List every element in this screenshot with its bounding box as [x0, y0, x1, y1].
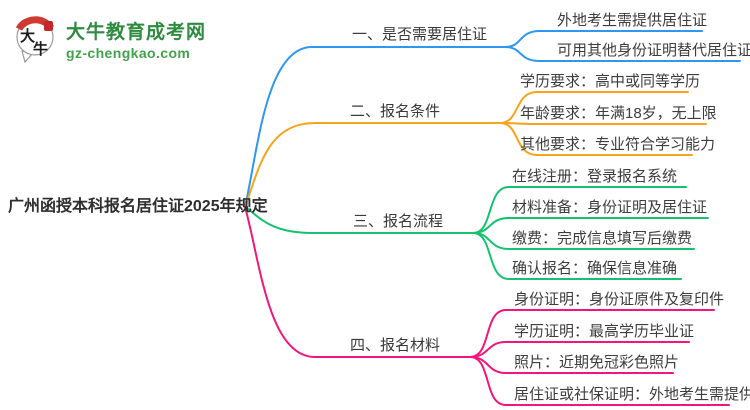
daniu-logo-mark: 大 牛 [15, 16, 54, 64]
site-logo: 大 牛 大牛教育成考网 gz-chengkao.com [12, 13, 206, 65]
branch-2-label: 二、报名条件 [350, 103, 441, 120]
branch-3-line [244, 206, 474, 234]
branch-3-child-1-line [472, 186, 687, 234]
branch-2-child-1: 学历要求：高中或同等学历 [520, 73, 701, 90]
branch-2-child-1-line [499, 91, 689, 124]
branch-2-child-3: 其他要求：专业符合学习能力 [520, 136, 716, 153]
branch-3-child-3: 缴费：完成信息填写后缴费 [512, 230, 693, 247]
mark-char-2: 牛 [33, 40, 48, 58]
mark-char-1: 大 [20, 27, 35, 45]
brand-name: 大牛教育成考网 [66, 22, 207, 43]
branch-2-child-2-line [499, 122, 707, 125]
branch-1-child-1: 外地考生需提供居住证 [557, 12, 708, 29]
branch-3-child-4: 确认报名：确保信息准确 [512, 260, 678, 277]
branch-1-label: 一、是否需要居住证 [352, 26, 488, 43]
branch-4-child-4-line [469, 356, 730, 406]
branch-4-child-1-line [469, 309, 715, 358]
branch-4-child-2: 学历证明：最高学历毕业证 [514, 323, 695, 340]
branch-4-child-4: 居住证或社保证明：外地考生需提供 [514, 386, 750, 403]
branch-4-child-1: 身份证明：身份证原件及复印件 [514, 291, 725, 308]
branch-3-label: 三、报名流程 [353, 213, 444, 230]
branch-1-line [244, 46, 506, 208]
branch-4-label: 四、报名材料 [350, 337, 441, 354]
branch-3-child-4-line [472, 232, 682, 280]
branch-3-child-2: 材料准备：身份证明及居住证 [512, 199, 708, 216]
branch-1-child-2: 可用其他身份证明替代居住证 [557, 42, 750, 59]
branch-1-child-2-line [504, 46, 741, 62]
branch-4-child-3: 照片：近期免冠彩色照片 [514, 354, 680, 371]
root-node-label: 广州函授本科报名居住证2025年规定 [8, 198, 268, 215]
branch-2-line [244, 122, 501, 208]
branch-3-child-1: 在线注册：登录报名系统 [512, 168, 678, 185]
red-seal [44, 21, 53, 31]
brand-domain: gz-chengkao.com [66, 45, 191, 61]
branch-2-child-3-line [499, 122, 693, 156]
branch-4-line [244, 206, 471, 358]
branch-2-child-2: 年龄要求：年满18岁，无上限 [520, 105, 717, 122]
logo-text-block: 大牛教育成考网 gz-chengkao.com [66, 17, 206, 61]
